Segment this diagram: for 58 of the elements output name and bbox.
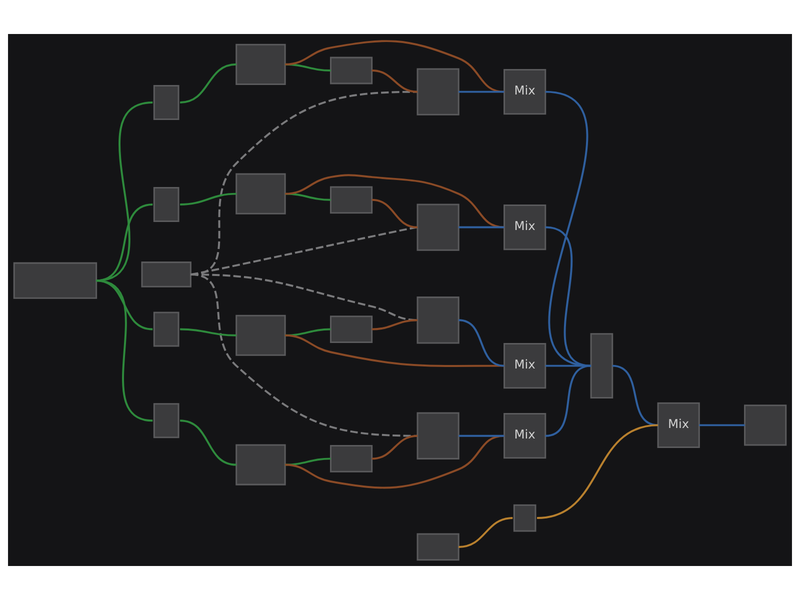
connector (458, 319, 504, 367)
connector (180, 63, 236, 104)
node-box (330, 444, 373, 472)
node-box (236, 44, 286, 85)
node-box (330, 56, 373, 84)
connector (285, 192, 331, 201)
connector (545, 364, 592, 437)
node-box (153, 84, 180, 120)
connector (458, 90, 504, 93)
node-box (416, 68, 460, 116)
connector (285, 434, 504, 489)
node-box (416, 204, 460, 251)
connector (458, 434, 504, 437)
node-box: Mix (504, 204, 546, 250)
connector (285, 40, 504, 93)
node-box (153, 186, 180, 222)
connector (190, 226, 418, 276)
node-box (153, 403, 180, 438)
node-box (153, 312, 180, 347)
node-box (744, 404, 787, 446)
connector (612, 364, 658, 426)
node-box (236, 173, 286, 214)
connector (545, 226, 592, 367)
connector (180, 192, 236, 206)
node-box (513, 504, 536, 532)
connector (285, 334, 504, 367)
node-box (416, 296, 460, 344)
connector (545, 364, 592, 367)
node-box (330, 316, 373, 343)
node-box: Mix (504, 413, 546, 459)
connector (96, 280, 153, 422)
connector (180, 420, 236, 466)
connector (372, 198, 418, 228)
connector (190, 274, 418, 437)
node-box: Mix (504, 68, 546, 115)
connector (285, 174, 504, 228)
connector (536, 424, 658, 520)
node-box: Mix (657, 402, 700, 448)
node-box (590, 333, 614, 399)
node-box (416, 533, 460, 561)
node-box (13, 262, 98, 299)
connector (372, 70, 418, 93)
connector (458, 226, 504, 228)
node-box (141, 262, 192, 288)
connector (96, 280, 153, 330)
connector (699, 424, 745, 426)
connector (545, 90, 592, 367)
connector (372, 319, 418, 330)
connector (458, 517, 513, 548)
connector (285, 458, 331, 466)
connector (190, 90, 418, 276)
connector (372, 434, 418, 460)
node-box: Mix (504, 343, 546, 389)
node-box (236, 444, 286, 486)
connector (180, 328, 236, 336)
node-box (416, 412, 460, 460)
node-box (330, 186, 373, 214)
node-box (236, 314, 286, 356)
